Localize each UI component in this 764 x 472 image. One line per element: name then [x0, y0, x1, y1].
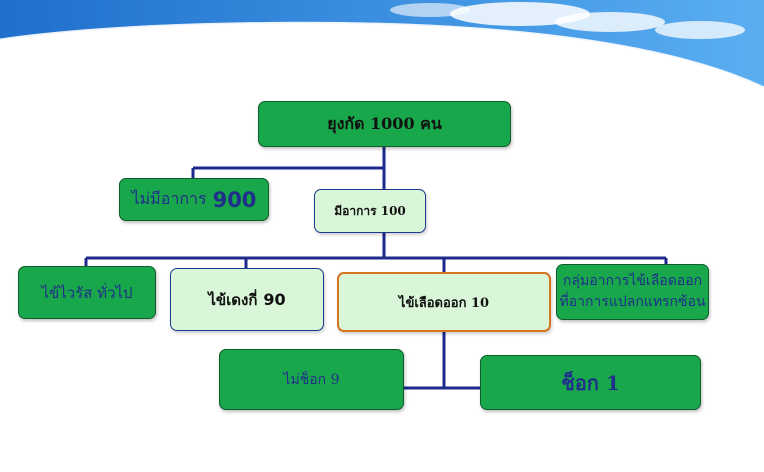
dengue-fever-count: 90 [263, 290, 286, 309]
shock-label: ช็อก 1 [561, 370, 620, 395]
dhf-node: ไข้เลือดออก 10 [337, 272, 551, 332]
root-node-label: ยุงกัด 1000 คน [327, 113, 442, 133]
no-shock-node: ไม่ช็อก 9 [219, 349, 404, 410]
no-symptoms-count: 900 [212, 187, 257, 212]
viral-fever-node: ไข้ไวรัส ทั่วไป [18, 266, 156, 319]
viral-fever-label: ไข้ไวรัส ทั่วไป [41, 283, 133, 302]
no-symptoms-label: ไม่มีอาการ [131, 189, 207, 208]
root-node: ยุงกัด 1000 คน [258, 101, 511, 147]
symptoms-node: มีอาการ 100 [314, 189, 426, 233]
no-symptoms-node: ไม่มีอาการ 900 [119, 178, 269, 221]
symptoms-label: มีอาการ 100 [334, 203, 406, 218]
dhf-label: ไข้เลือดออก 10 [398, 295, 490, 311]
shock-node: ช็อก 1 [480, 355, 701, 410]
dengue-fever-node: ไข้เดงกี่ 90 [170, 268, 324, 331]
no-shock-label: ไม่ช็อก 9 [283, 371, 340, 388]
unusual-dhf-label-line1: กลุ่มอาการไข้เลือดออก [562, 273, 703, 289]
unusual-dhf-label-line2: ที่อาการแปลกแทรกซ้อน [559, 294, 706, 310]
dengue-fever-label: ไข้เดงกี่ [208, 290, 258, 309]
sky-banner [0, 0, 764, 90]
unusual-dhf-node: กลุ่มอาการไข้เลือดออก ที่อาการแปลกแทรกซ้… [556, 264, 709, 320]
